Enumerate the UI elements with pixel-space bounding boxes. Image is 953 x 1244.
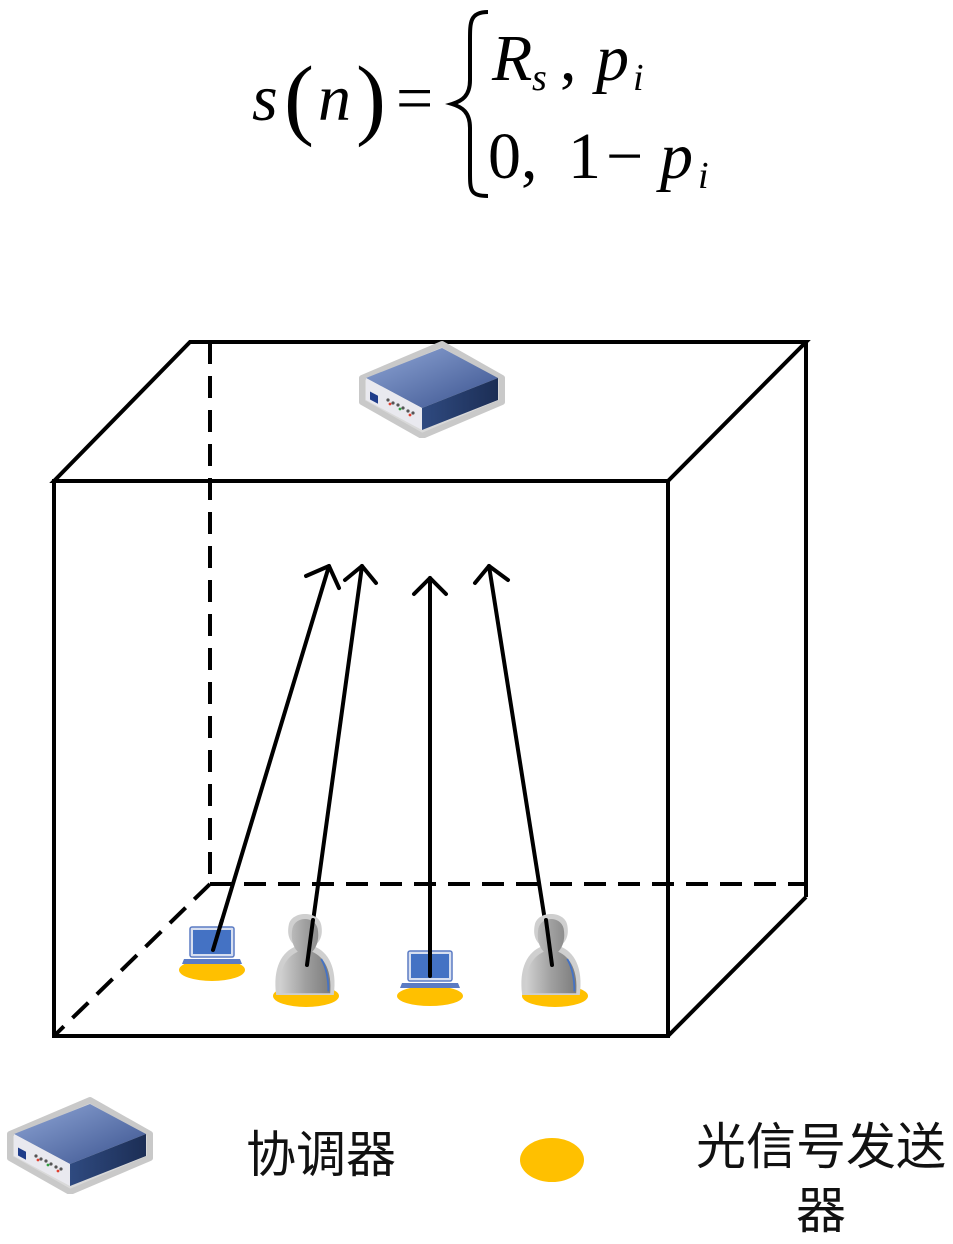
formula-case1-subscript: s: [532, 57, 547, 99]
formula-equals: =: [396, 62, 433, 135]
signal-arrow: [412, 576, 448, 978]
formula-left-paren: (: [284, 49, 314, 148]
signal-arrow: [305, 564, 378, 967]
formula-case1-symbol: R: [491, 22, 532, 95]
person-icon: [274, 913, 336, 995]
formula-case2-prob-subscript: i: [698, 155, 709, 197]
legend-coordinator-label: 协调器: [246, 1126, 396, 1184]
formula-case2-minus: −: [606, 120, 643, 193]
legend-transmitter-icon: [520, 1138, 584, 1182]
legend-transmitter-label: 光信号发送器: [696, 1118, 946, 1240]
signal-arrow: [211, 564, 341, 952]
legend-router-icon: [10, 1100, 150, 1192]
signal-formula: s n ( ) = R s , p i 0, 1 − p i: [252, 10, 709, 198]
formula-case2-value: 0,: [488, 120, 538, 193]
formula-lhs-var: n: [318, 62, 351, 135]
formula-case2-prob: p: [656, 120, 693, 193]
formula-brace: [445, 10, 489, 198]
transmitter-icon: [397, 986, 463, 1006]
formula-lhs-func: s: [252, 62, 278, 135]
laptop-icon: [181, 926, 243, 965]
formula-case1-prob: p: [592, 22, 629, 95]
formula-right-paren: ): [356, 49, 386, 148]
formula-case1-prob-subscript: i: [633, 57, 644, 99]
formula-case1-sep: ,: [560, 22, 577, 95]
router-icon: [362, 344, 502, 436]
transmitter-icon: [179, 959, 245, 981]
box-right-bottom-edge: [666, 895, 808, 1038]
box-front-face: [52, 479, 670, 1038]
signal-arrow: [473, 564, 554, 967]
box-back-floor-diagonal: [52, 882, 212, 1038]
formula-case2-one: 1: [568, 120, 601, 193]
